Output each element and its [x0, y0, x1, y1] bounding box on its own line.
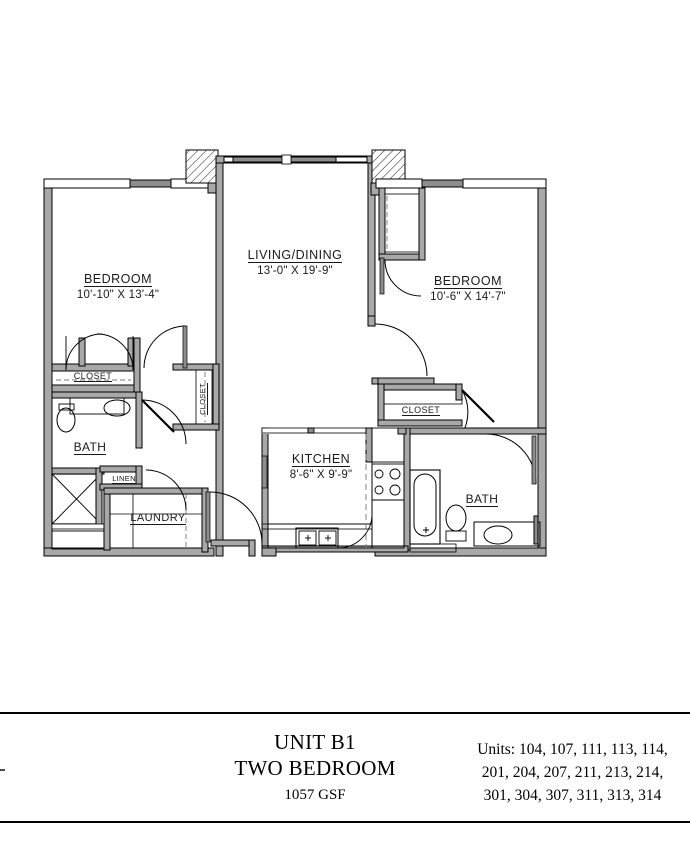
bedroom-right-dimensions: 10'-6" X 14'-7" [430, 291, 506, 303]
room-label-bedroom-left: BEDROOM 10'-10" X 13'-4" [48, 270, 188, 301]
bath-left-name: BATH [73, 440, 107, 455]
unit-numbers-line-3: 301, 304, 307, 311, 313, 314 [483, 787, 662, 804]
laundry-name: LAUNDRY [130, 512, 186, 525]
room-label-bedroom-right: BEDROOM 10'-6" X 14'-7" [398, 272, 538, 303]
unit-numbers-line-2: 201, 204, 207, 211, 213, 214, [481, 764, 664, 781]
unit-area: 1057 GSF [284, 787, 346, 803]
kitchen-partitions [261, 427, 409, 557]
left-wing-partitions [51, 325, 263, 557]
unit-type: TWO BEDROOM [234, 756, 396, 780]
room-label-kitchen: KITCHEN 8'-6" X 9'-9" [268, 450, 374, 481]
bedroom-left-dimensions: 10'-10" X 13'-4" [76, 289, 160, 301]
titleblock-main: UNIT B1 TWO BEDROOM 1057 GSF [175, 730, 455, 807]
room-label-laundry: LAUNDRY [115, 508, 201, 526]
kitchen-dimensions: 8'-6" X 9'-9" [289, 469, 353, 481]
room-label-closet-right: CLOSET [390, 400, 452, 418]
room-label-bath-right: BATH [452, 490, 512, 508]
room-label-living-dining: LIVING/DINING 13'-0" X 19'-9" [215, 246, 375, 277]
living-dining-dimensions: 13'-0" X 19'-9" [257, 265, 333, 277]
titleblock: UNIT B1 TWO BEDROOM 1057 GSF Units: 104,… [0, 712, 690, 822]
closet-right-name: CLOSET [401, 405, 441, 416]
unit-name: UNIT B1 [274, 730, 356, 754]
closet-left-name: CLOSET [73, 371, 113, 382]
room-label-bath-left: BATH [60, 438, 120, 456]
bedroom-right-name: BEDROOM [433, 274, 503, 289]
room-label-linen: LINEN [104, 468, 144, 486]
kitchen-name: KITCHEN [291, 452, 351, 467]
linen-name: LINEN [112, 474, 136, 484]
bath-right-name: BATH [465, 492, 499, 507]
bedroom-left-name: BEDROOM [83, 272, 153, 287]
exterior-walls [43, 149, 547, 557]
living-dining-name: LIVING/DINING [247, 248, 343, 263]
room-label-closet-left: CLOSET [57, 366, 129, 384]
unit-numbers-list: Units: 104, 107, 111, 113, 114, 201, 204… [455, 738, 690, 807]
unit-numbers-line-1: Units: 104, 107, 111, 113, 114, [477, 741, 668, 758]
